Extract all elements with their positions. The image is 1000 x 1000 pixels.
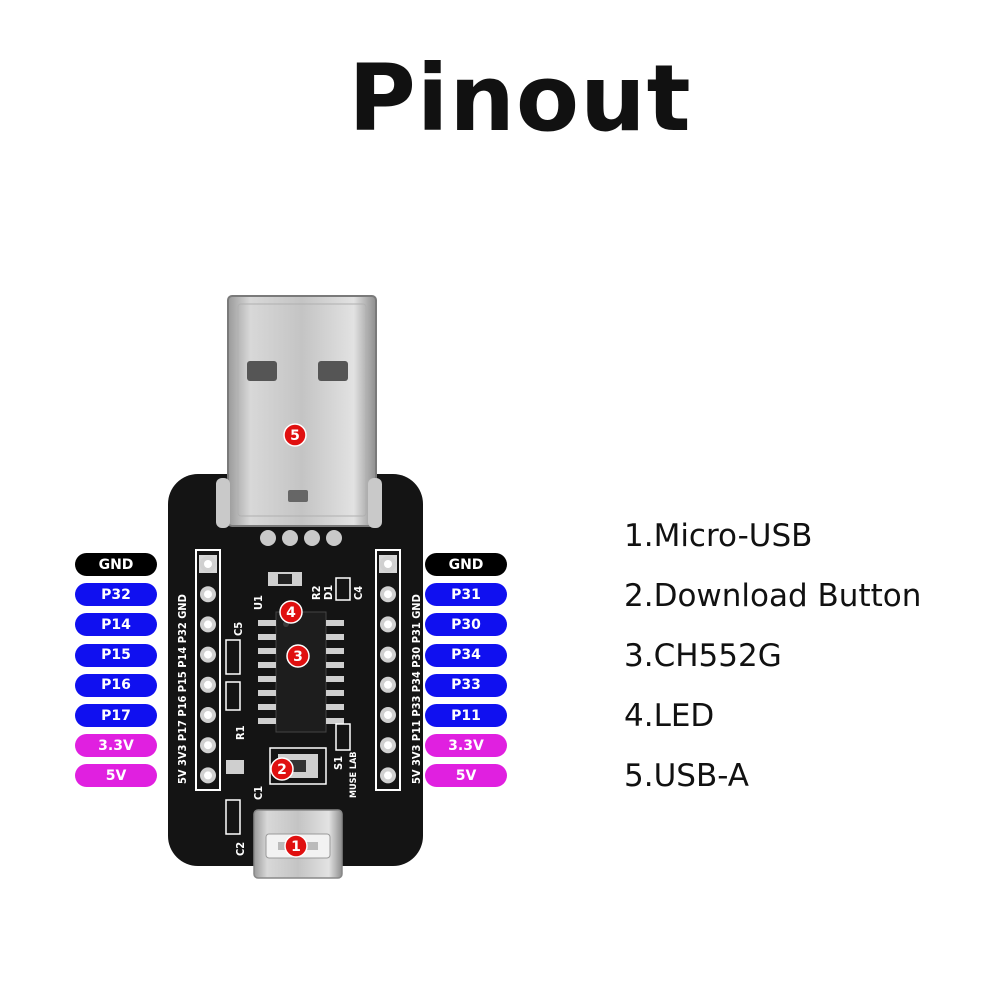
chip-leg (258, 620, 276, 626)
u1-silkscreen: U1 (252, 595, 265, 610)
marker-2-label: 2 (277, 762, 287, 778)
left-header-silkscreen: 5V 3V3 P17 P16 P15 P14 P32 GND (176, 594, 189, 784)
left-header (195, 549, 221, 791)
legend-item-usb-a: 5.USB-A (624, 758, 749, 794)
marker-3-label: 3 (293, 649, 303, 665)
c4-silkscreen: C4 (352, 586, 365, 600)
marker-2-badge (270, 757, 294, 781)
left-pin-p14: P14 (75, 613, 157, 637)
right-pin-p33: P33 (425, 673, 507, 697)
legend-item-ch552g: 3.CH552G (624, 638, 782, 674)
left-pin-p32: P32 (75, 583, 157, 607)
marker-1-badge (284, 834, 308, 858)
c5-capacitor (225, 639, 241, 675)
chip-leg (258, 718, 276, 724)
chip-legs (258, 620, 344, 724)
chip-leg (326, 662, 344, 668)
marker-4-badge (279, 600, 303, 624)
left-pin-p16: P16 (75, 673, 157, 697)
left-pin-5v: 5V (75, 764, 157, 788)
right-pin-p11: P11 (425, 704, 507, 727)
marker-4-label: 4 (286, 605, 296, 621)
chip-leg (326, 676, 344, 682)
chip-leg (258, 662, 276, 668)
chip-leg (258, 690, 276, 696)
left-pin-gnd: GND (75, 553, 157, 576)
chip-leg (326, 690, 344, 696)
chip-leg (326, 704, 344, 710)
right-pin-p31: P31 (425, 583, 507, 607)
s1-silkscreen: S1 (332, 756, 345, 770)
legend-item-download-button: 2.Download Button (624, 578, 922, 614)
c1-silkscreen: C1 (252, 786, 265, 800)
r1-silkscreen: R1 (234, 725, 247, 740)
right-pin-5v: 5V (425, 764, 507, 788)
right-header-silkscreen: 5V 3V3 P11 P33 P34 P30 P31 GND (410, 594, 423, 784)
c2-silkscreen: C2 (234, 842, 247, 856)
usb-pads (216, 478, 382, 546)
chip-leg (326, 648, 344, 654)
chip-leg (258, 648, 276, 654)
left-pin-p15: P15 (75, 643, 157, 667)
c2-capacitor (225, 799, 241, 835)
chip-leg (326, 620, 344, 626)
c1-capacitor (226, 760, 244, 774)
marker-5-badge (283, 423, 307, 447)
marker-1-label: 1 (291, 839, 301, 855)
misc-component (335, 723, 351, 751)
legend-item-micro-usb: 1.Micro-USB (624, 518, 813, 554)
marker-5-label: 5 (290, 428, 300, 444)
r1-resistor (225, 681, 241, 711)
chip-leg (258, 704, 276, 710)
ch552g-chip (275, 611, 327, 733)
right-pin-3-3v: 3.3V (425, 734, 507, 758)
left-pin-p17: P17 (75, 704, 157, 727)
d1-silkscreen: D1 (322, 585, 335, 600)
left-pin-3-3v: 3.3V (75, 734, 157, 758)
c5-silkscreen: C5 (232, 622, 245, 636)
legend-item-led: 4.LED (624, 698, 715, 734)
legend: 1.Micro-USB 2.Download Button 3.CH552G 4… (624, 518, 921, 818)
chip-leg (258, 634, 276, 640)
right-pin-p30: P30 (425, 613, 507, 637)
page-title: Pinout (348, 45, 692, 152)
markers: 1 2 3 4 5 (270, 423, 310, 858)
right-header (375, 549, 401, 791)
right-pin-gnd: GND (425, 553, 507, 576)
r2-silkscreen: R2 (310, 585, 323, 600)
brand-silkscreen: MUSE LAB (349, 752, 359, 798)
chip-leg (326, 634, 344, 640)
marker-3-badge (286, 644, 310, 668)
chip-leg (258, 676, 276, 682)
c4-capacitor (335, 577, 351, 601)
right-pin-p34: P34 (425, 643, 507, 667)
chip-leg (326, 718, 344, 724)
usb-a-connector (227, 295, 377, 527)
